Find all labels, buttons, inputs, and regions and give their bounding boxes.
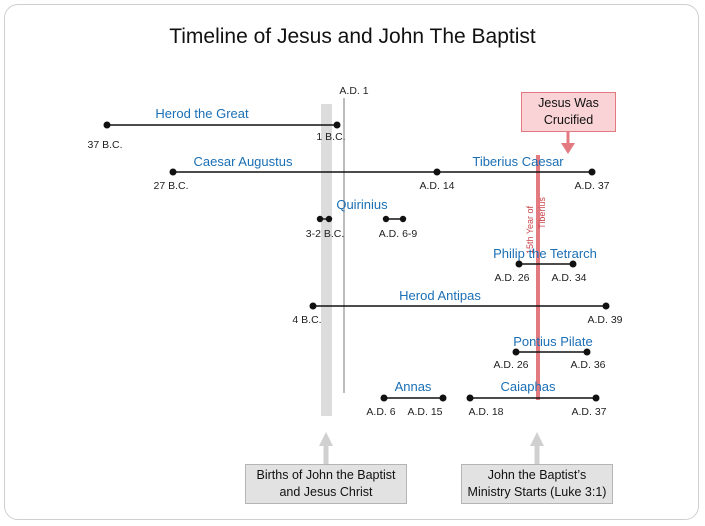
caesar-augustus-start: 27 B.C. bbox=[153, 180, 188, 192]
tiberius-caesar-label: Tiberius Caesar bbox=[472, 154, 564, 169]
caiaphas-start: A.D. 18 bbox=[468, 406, 503, 418]
annas-label: Annas bbox=[395, 379, 432, 394]
timeline-point bbox=[439, 394, 447, 402]
ministry-arrow bbox=[530, 432, 544, 464]
caiaphas-span bbox=[466, 394, 600, 402]
timeline-point bbox=[325, 215, 333, 223]
ministry-start-callout: John the Baptist’s Ministry Starts (Luke… bbox=[461, 464, 613, 504]
caesar-augustus-span bbox=[169, 168, 596, 176]
philip-the-tetrarch-start: A.D. 26 bbox=[494, 272, 529, 284]
jesus-crucified-callout: Jesus Was Crucified bbox=[521, 92, 616, 132]
diagram-title: Timeline of Jesus and John The Baptist bbox=[169, 25, 536, 48]
herod-the-great-start: 37 B.C. bbox=[87, 139, 122, 151]
timeline-point bbox=[466, 394, 474, 402]
callout-line: Ministry Starts (Luke 3:1) bbox=[467, 485, 607, 499]
timeline-point bbox=[592, 394, 600, 402]
annas-end: A.D. 15 bbox=[407, 406, 442, 418]
pontius-pilate-start: A.D. 26 bbox=[493, 359, 528, 371]
timeline-point bbox=[583, 348, 591, 356]
fifteenth-year-label-line1: 15th Year of bbox=[525, 205, 535, 254]
timeline-point bbox=[433, 168, 441, 176]
timeline-point bbox=[380, 394, 388, 402]
philip-the-tetrarch-span bbox=[515, 260, 577, 268]
herod-antipas-label: Herod Antipas bbox=[399, 288, 481, 303]
timeline-point bbox=[382, 215, 390, 223]
caesar-augustus-label: Caesar Augustus bbox=[193, 154, 293, 169]
timeline-point bbox=[333, 121, 341, 129]
fifteenth-year-marker-line bbox=[536, 155, 540, 400]
timeline-point bbox=[309, 302, 317, 310]
quirinius-label: Quirinius bbox=[336, 197, 388, 212]
herod-the-great-span bbox=[103, 121, 341, 129]
births-period-bar bbox=[321, 104, 332, 416]
diagram-frame bbox=[4, 4, 699, 520]
herod-the-great-label: Herod the Great bbox=[155, 106, 249, 121]
caesar-augustus-end: A.D. 14 bbox=[419, 180, 454, 192]
herod-antipas-span bbox=[309, 302, 610, 310]
callout-line: Jesus Was bbox=[538, 96, 599, 110]
herod-antipas-start: 4 B.C. bbox=[292, 314, 321, 326]
timeline-point bbox=[588, 168, 596, 176]
pontius-pilate-span bbox=[512, 348, 591, 356]
quirinius-period-1: 3-2 B.C. bbox=[306, 228, 345, 240]
annas-start: A.D. 6 bbox=[366, 406, 395, 418]
callout-line: and Jesus Christ bbox=[279, 485, 373, 499]
callout-line: Births of John the Baptist bbox=[256, 468, 396, 482]
timeline-point bbox=[103, 121, 111, 129]
timeline-point bbox=[399, 215, 407, 223]
timeline-point bbox=[602, 302, 610, 310]
caiaphas-label: Caiaphas bbox=[501, 379, 556, 394]
annas-span bbox=[380, 394, 447, 402]
philip-the-tetrarch-label: Philip the Tetrarch bbox=[493, 246, 597, 261]
caiaphas-end: A.D. 37 bbox=[571, 406, 606, 418]
births-arrow bbox=[319, 432, 333, 464]
timeline-point bbox=[515, 260, 523, 268]
herod-antipas-end: A.D. 39 bbox=[587, 314, 622, 326]
callout-line: John the Baptist’s bbox=[487, 468, 587, 482]
fifteenth-year-label-line2: Tiberius bbox=[537, 197, 547, 229]
timeline-point bbox=[316, 215, 324, 223]
timeline-point bbox=[169, 168, 177, 176]
pontius-pilate-label: Pontius Pilate bbox=[513, 334, 593, 349]
births-callout: Births of John the Baptist and Jesus Chr… bbox=[245, 464, 407, 504]
ad1-label: A.D. 1 bbox=[339, 85, 368, 97]
quirinius-period-2: A.D. 6-9 bbox=[379, 228, 418, 240]
callout-line: Crucified bbox=[543, 113, 594, 127]
pontius-pilate-end: A.D. 36 bbox=[570, 359, 605, 371]
crucified-arrow bbox=[561, 132, 575, 154]
timeline-point bbox=[569, 260, 577, 268]
herod-the-great-end: 1 B.C. bbox=[316, 131, 345, 143]
quirinius-spans bbox=[316, 215, 407, 223]
philip-the-tetrarch-end: A.D. 34 bbox=[551, 272, 586, 284]
timeline-point bbox=[512, 348, 520, 356]
tiberius-caesar-end: A.D. 37 bbox=[574, 180, 609, 192]
